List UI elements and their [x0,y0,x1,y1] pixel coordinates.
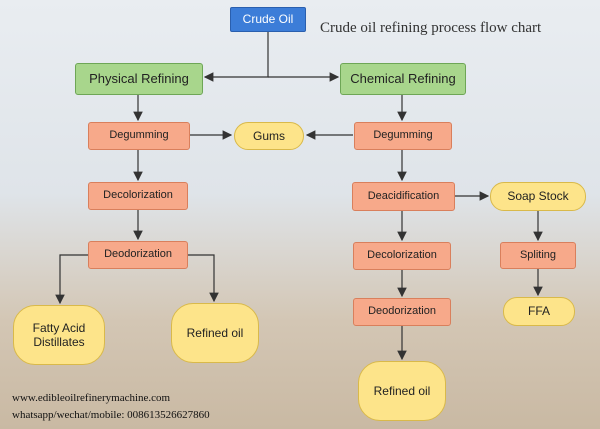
node-degumming-left: Degumming [88,122,190,150]
node-ffa: FFA [503,297,575,326]
arrow-deodorization-to-refined-left [188,254,219,303]
node-deacidification: Deacidification [352,182,455,211]
node-decolorization-right: Decolorization [353,242,451,270]
footer-contact: whatsapp/wechat/mobile: 008613526627860 [12,409,210,421]
node-deodorization-left: Deodorization [88,241,188,269]
chart-title: Crude oil refining process flow chart [320,20,542,36]
node-physical-refining: Physical Refining [75,63,203,95]
node-spliting: Spliting [500,242,576,269]
node-chemical-refining: Chemical Refining [340,63,466,95]
node-soap-stock: Soap Stock [490,182,586,211]
node-deodorization-right: Deodorization [353,298,451,326]
node-gums: Gums [234,122,304,150]
node-decolorization-left: Decolorization [88,182,188,210]
arrow-deodorization-to-fatty-acid [55,254,88,305]
node-degumming-right: Degumming [354,122,452,150]
node-refined-oil-left: Refined oil [171,303,259,363]
node-crude-oil: Crude Oil [230,7,306,32]
node-fatty-acid-distillates: Fatty Acid Distillates [13,305,105,365]
node-refined-oil-right: Refined oil [358,361,446,421]
footer-website: www.edibleoilrefinerymachine.com [12,392,171,404]
arrow-crude-to-physical [203,32,269,82]
